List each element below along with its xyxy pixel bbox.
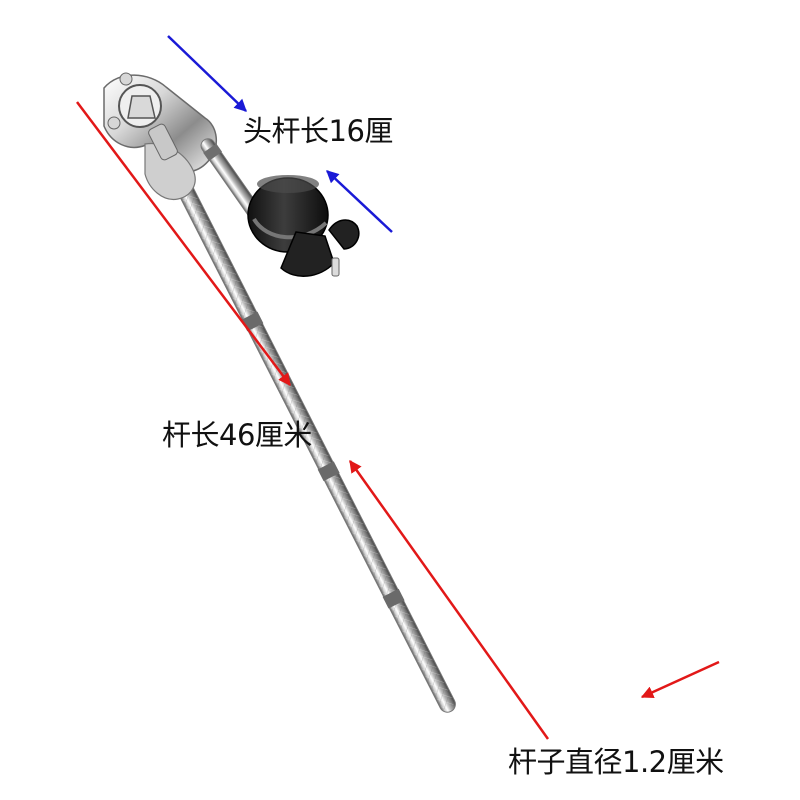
rod-length-label: 杆长46厘米 <box>162 418 312 452</box>
rod-length-arrow-upper <box>76 101 291 386</box>
diameter-arrow <box>640 660 720 699</box>
cymbal-felt-holder <box>247 175 360 277</box>
head-length-arrow-lower <box>326 170 393 233</box>
rod-diameter-label: 杆子直径1.2厘米 <box>508 745 724 779</box>
rod-length-arrow-lower <box>348 459 550 740</box>
head-rod-length-label: 头杆长16厘 <box>243 114 393 148</box>
clamp-head <box>103 72 217 201</box>
head-length-arrow-upper <box>167 35 247 112</box>
main-rod <box>157 146 456 713</box>
